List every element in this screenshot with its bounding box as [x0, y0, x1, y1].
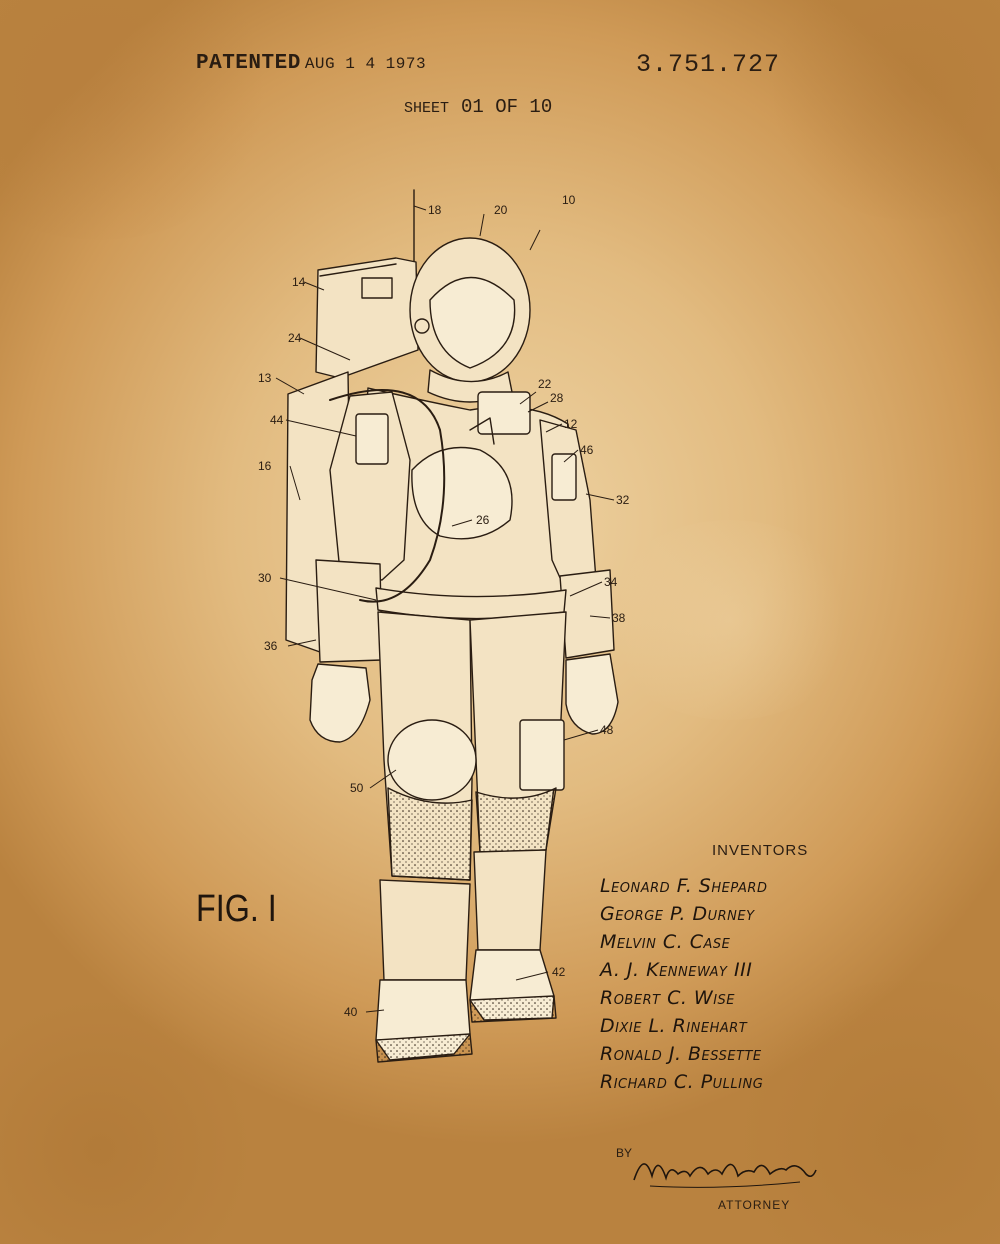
patented-label: PATENTED	[196, 52, 301, 75]
right-glove	[565, 653, 619, 735]
sheet-number: SHEET 01 OF 10	[404, 96, 552, 118]
ref-46: 46	[580, 443, 594, 457]
inventor-name: Dixie L. Rinehart	[600, 1015, 748, 1037]
ref-24: 24	[288, 331, 302, 345]
figure-label: FIG. I	[196, 888, 277, 930]
attorney-signature	[633, 1163, 817, 1188]
ref-32: 32	[616, 493, 630, 507]
patented-date: AUG 1 4 1973	[304, 55, 427, 73]
ref-16: 16	[258, 459, 272, 473]
ref-42: 42	[552, 965, 566, 979]
ref-30: 30	[258, 571, 272, 585]
ref-18: 18	[428, 203, 442, 217]
ref-44: 44	[270, 413, 284, 427]
ref-34: 34	[604, 575, 618, 589]
shoulder-pocket-right	[551, 453, 577, 501]
inventor-name: George P. Durney	[600, 903, 755, 925]
inventor-name: Melvin C. Case	[600, 931, 731, 953]
by-label: BY	[616, 1146, 633, 1160]
ref-38: 38	[612, 611, 626, 625]
inventor-name: Richard C. Pulling	[600, 1071, 764, 1093]
left-arm	[329, 391, 411, 581]
ref-26: 26	[476, 513, 490, 527]
inventors-list: Leonard F. Shepard George P. Durney Melv…	[600, 872, 767, 1096]
inventor-name: Leonard F. Shepard	[600, 875, 768, 897]
ref-22: 22	[538, 377, 552, 391]
hose	[329, 389, 446, 603]
ref-48: 48	[600, 723, 614, 737]
ref-36: 36	[264, 639, 278, 653]
ref-14: 14	[292, 275, 306, 289]
patent-number: 3.751.727	[636, 50, 781, 79]
ref-28: 28	[550, 391, 564, 405]
ref-20: 20	[494, 203, 508, 217]
sheet-count: 01 OF 10	[461, 96, 553, 118]
inventor-name: Ronald J. Bessette	[600, 1043, 762, 1065]
left-glove	[309, 663, 371, 743]
inventor-name: A. J. Kenneway III	[600, 959, 753, 981]
inventor-name: Robert C. Wise	[600, 987, 736, 1009]
sheet-label: SHEET	[404, 100, 450, 117]
ref-10: 10	[562, 193, 576, 207]
chest-control-box	[477, 391, 531, 435]
shoulder-pocket-left	[355, 413, 389, 465]
ref-13: 13	[258, 371, 272, 385]
thigh-pocket	[519, 719, 565, 791]
backpack	[315, 257, 419, 379]
ref-50: 50	[350, 781, 364, 795]
inventors-title: INVENTORS	[712, 842, 809, 859]
ref-12: 12	[564, 417, 578, 431]
ref-40: 40	[344, 1005, 358, 1019]
attorney-title: ATTORNEY	[718, 1198, 791, 1212]
